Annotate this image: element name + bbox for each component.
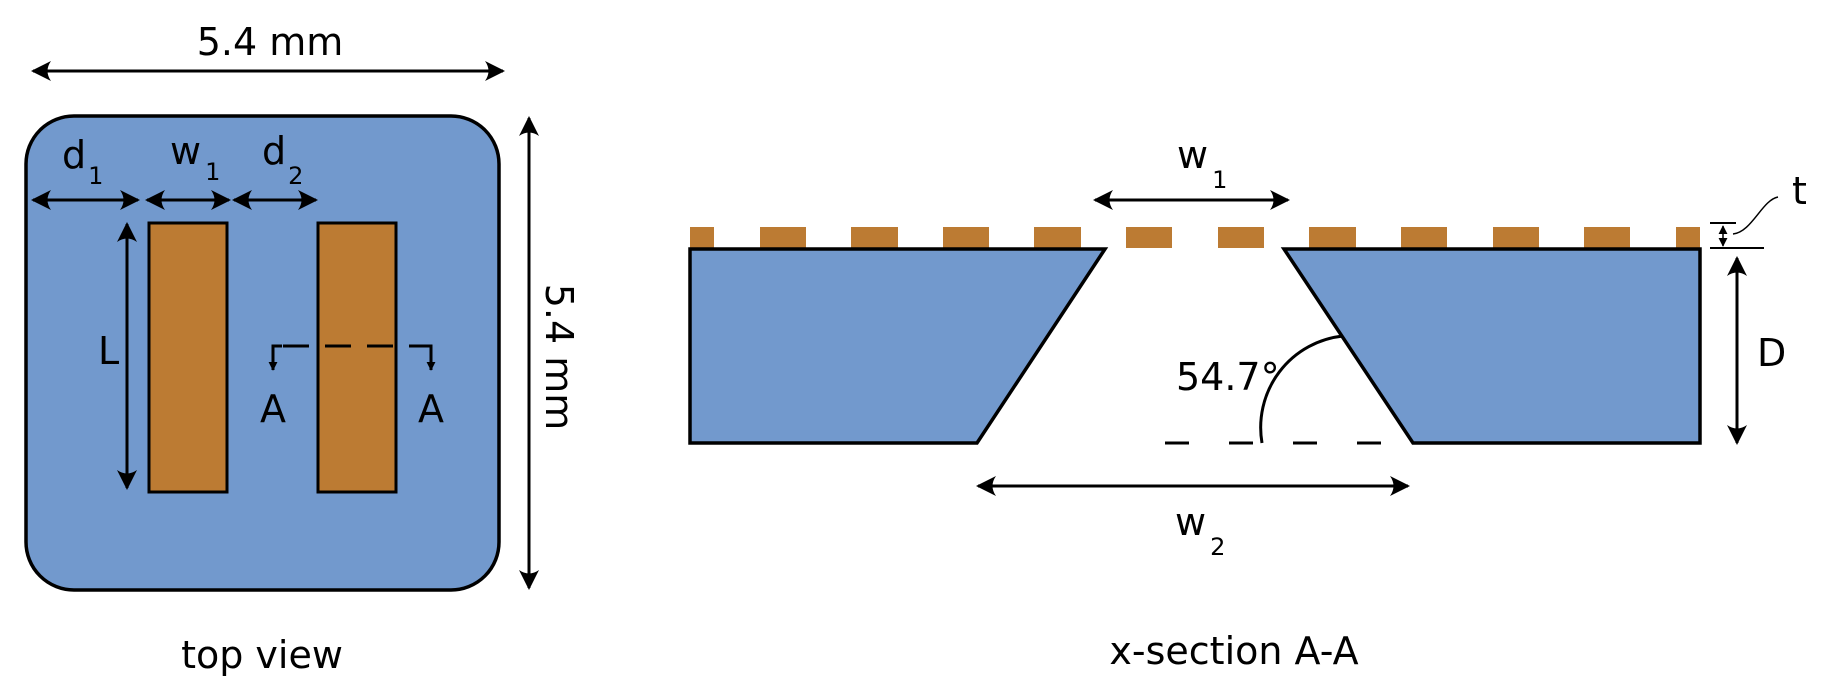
- d2-label: d2: [262, 129, 303, 190]
- angle-label: 54.7°: [1176, 355, 1280, 399]
- substrate-right-block: [1280, 247, 1702, 445]
- metal-pad: [943, 227, 989, 248]
- metal-pad: [1401, 227, 1447, 248]
- section-label-right: A: [418, 387, 444, 431]
- w1-label-section: w1: [1177, 133, 1227, 194]
- top-view-caption: top view: [181, 633, 343, 677]
- section-marker-right: [421, 344, 436, 371]
- metal-pad: [1126, 227, 1172, 248]
- thickness-leader: [1732, 196, 1779, 235]
- depth-label: D: [1757, 331, 1786, 375]
- cross-section-caption: x-section A-A: [1109, 629, 1358, 673]
- d1-label: d1: [62, 133, 103, 190]
- metal-pad: [1309, 227, 1356, 248]
- metal-pad: [1218, 227, 1264, 248]
- length-label: L: [98, 329, 119, 373]
- angle-arc: [1259, 334, 1344, 444]
- thickness-label: t: [1792, 169, 1807, 213]
- width-label: 5.4 mm: [197, 20, 344, 64]
- substrate-left-block: [688, 247, 1109, 445]
- metal-pad: [851, 227, 898, 248]
- height-label: 5.4 mm: [537, 284, 581, 431]
- metal-pad: [690, 227, 714, 248]
- metal-pad: [1584, 227, 1630, 248]
- metal-strip-right: [316, 221, 398, 494]
- metal-pad: [760, 227, 806, 248]
- metal-pads: [690, 227, 1700, 248]
- metal-strip-left: [147, 221, 229, 494]
- metal-pad: [1034, 227, 1081, 248]
- metal-pad: [1676, 227, 1700, 248]
- section-marker-left: [268, 344, 282, 371]
- section-label-left: A: [260, 387, 286, 431]
- w2-label: w2: [1175, 500, 1225, 561]
- metal-pad: [1493, 227, 1539, 248]
- cross-section: w1 54.7° w2 t D x-section A-A: [688, 133, 1807, 673]
